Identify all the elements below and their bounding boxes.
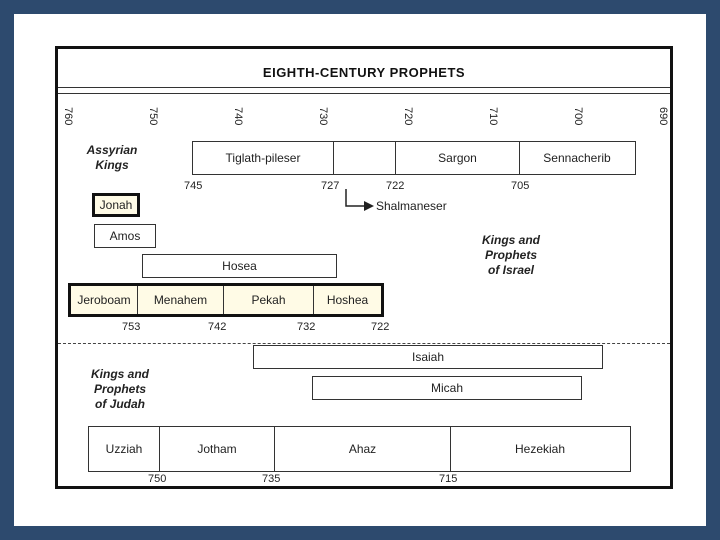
king-hoshea: Hoshea [313,286,381,314]
king-pekah: Pekah [223,286,313,314]
king-sennacherib: Sennacherib [519,142,634,174]
year-705: 705 [511,180,530,192]
year-735: 735 [262,473,281,485]
tick-740: 740 [232,107,244,126]
year-742: 742 [208,321,227,333]
king-tiglath-pileser: Tiglath-pileser [225,151,301,165]
year-750: 750 [148,473,167,485]
king-ahaz: Ahaz [274,427,450,471]
king-jeroboam: Jeroboam [77,293,131,307]
israel-kings-bar: Jeroboam Menahem Pekah Hoshea [68,283,384,317]
year-722: 722 [386,180,405,192]
king-shalmaneser-span [333,142,395,174]
assyrian-kings-bar: Tiglath-pileser Sargon Sennacherib [192,141,636,175]
israel-label: Kings and Prophets of Israel [481,233,540,277]
prophet-amos: Amos [94,224,156,248]
chart-title: EIGHTH-CENTURY PROPHETS [262,65,466,80]
tick-710: 710 [487,107,499,126]
tick-750: 750 [147,107,159,126]
title-rule-top [58,87,670,88]
year-727: 727 [321,180,340,192]
title-rule-bottom [58,93,670,94]
king-uzziah: Uzziah [105,442,143,456]
judah-label: Kings and Prophets of Judah [90,367,149,411]
tick-700: 700 [572,107,584,126]
tick-690: 690 [657,107,669,126]
year-753: 753 [122,321,141,333]
prophet-jonah: Jonah [92,193,140,217]
year-745: 745 [184,180,203,192]
year-715: 715 [439,473,458,485]
kingdom-divider [58,343,670,344]
prophet-isaiah: Isaiah [253,345,603,369]
shalmaneser-arrow [345,189,374,211]
king-menahem: Menahem [137,286,223,314]
timeline-chart: EIGHTH-CENTURY PROPHETS 760 750 740 730 … [55,46,673,489]
tick-730: 730 [317,107,329,126]
prophet-micah: Micah [312,376,582,400]
king-shalmaneser: Shalmaneser [376,199,447,213]
tick-760: 760 [62,107,74,126]
judah-kings-bar: Uzziah Jotham Ahaz Hezekiah [88,426,631,472]
assyrian-kings-label: Assyrian Kings [86,143,138,172]
king-sargon: Sargon [395,142,519,174]
year-722-israel: 722 [371,321,390,333]
year-732: 732 [297,321,316,333]
king-jotham: Jotham [159,427,274,471]
prophet-hosea: Hosea [142,254,337,278]
king-hezekiah: Hezekiah [450,427,629,471]
tick-720: 720 [402,107,414,126]
